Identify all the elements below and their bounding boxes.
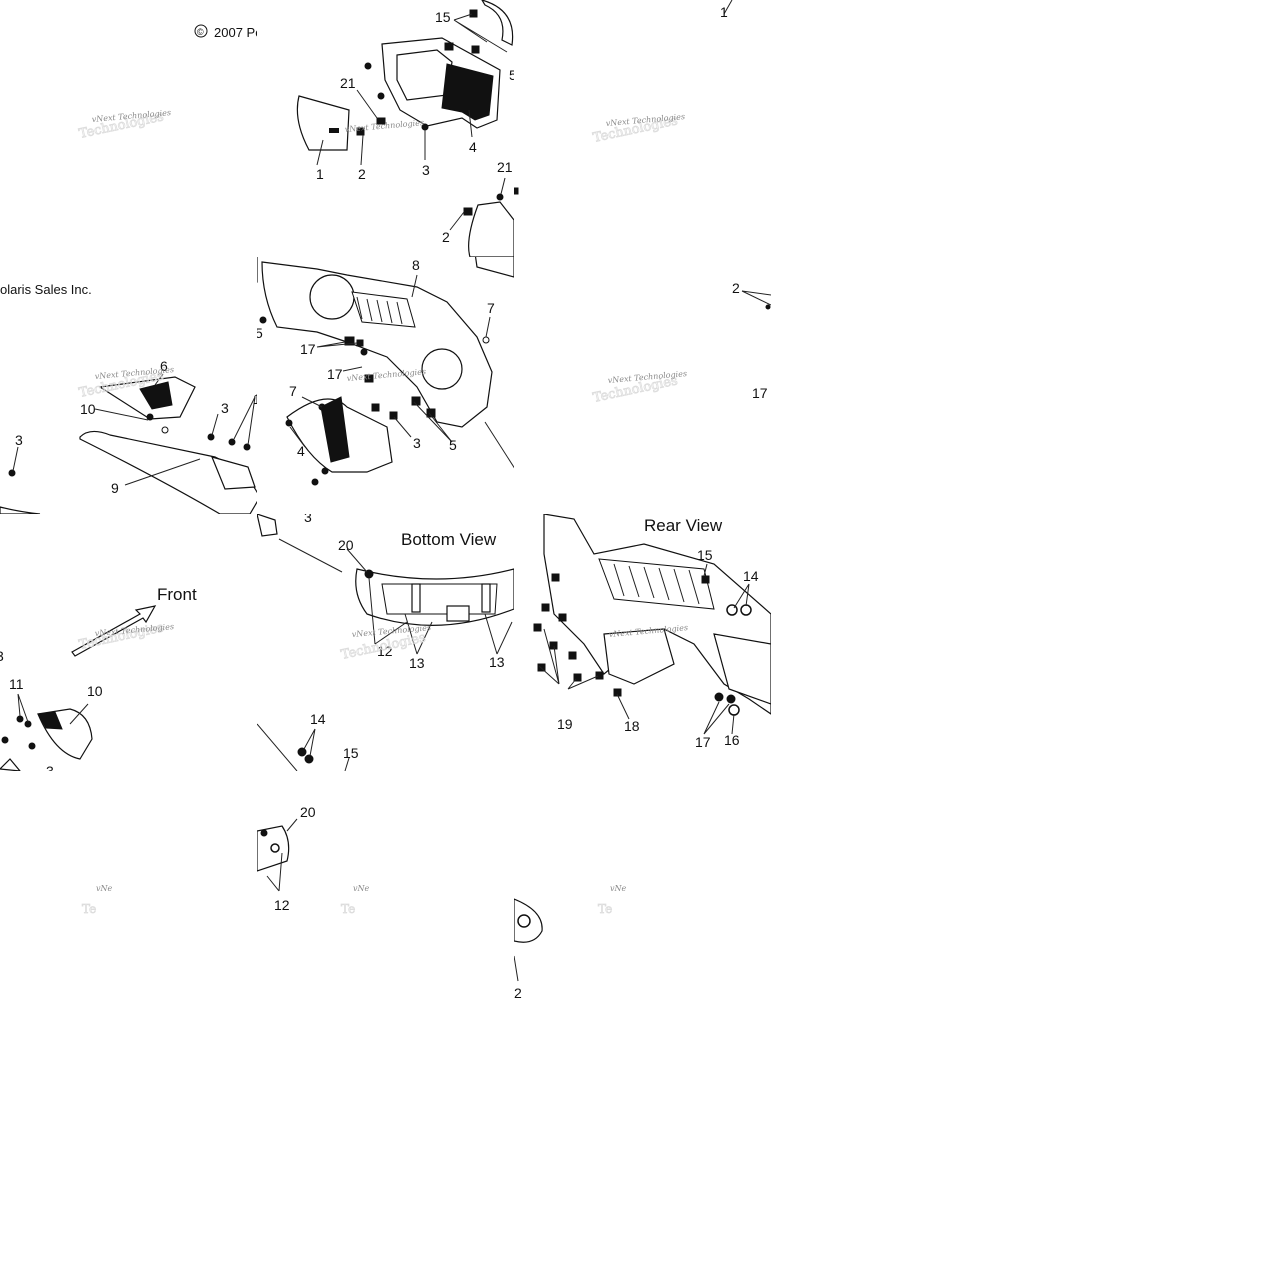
callout-13: 13: [489, 654, 505, 670]
callout-17: 17: [695, 734, 711, 750]
tile-small-bracket: 21 2: [440, 160, 514, 257]
watermark: vNe Te: [598, 884, 627, 916]
callout-13: 13: [409, 655, 425, 671]
callout-20: 20: [300, 804, 316, 820]
tile-right-mid: 2 17 Technologies vNext Technologies: [514, 257, 771, 514]
callout-3: 3: [304, 514, 312, 525]
callout-5: 5: [257, 325, 263, 341]
tile-front-arrow: Front 3 11 10 3 Technologies vNext Techn…: [0, 514, 257, 771]
callout-2: 2: [514, 985, 522, 1001]
tile-rear-view: Rear View: [514, 514, 771, 771]
callout-3: 3: [0, 648, 4, 664]
callout-15: 5: [449, 437, 457, 453]
callout-11: 3: [221, 400, 229, 416]
callout-3: 4: [297, 443, 305, 459]
callout-17: 17: [300, 341, 316, 357]
callout-2: 2: [358, 166, 366, 182]
callout-3: 3: [46, 763, 54, 771]
callout-10: 10: [87, 683, 103, 699]
callout-12: 12: [377, 643, 393, 659]
tile-lower-right: 2 vNe Te: [514, 771, 771, 1028]
tile-bottom-view: Bottom View 3 20 12 13 13 14: [257, 514, 514, 771]
callout-15: 15: [435, 9, 451, 25]
watermark: Technologies vNext Technologies: [591, 369, 687, 406]
callout-12: 12: [274, 897, 290, 913]
tile-side-panel: olaris Sales Inc. 6 10 3 11 3: [0, 257, 257, 514]
callout-7: 7: [487, 300, 495, 316]
callout-5: 3: [413, 435, 421, 451]
callout-5: 5: [509, 67, 514, 83]
tile-lower-left: vNe Te: [0, 771, 257, 1028]
copyright-company: olaris Sales Inc.: [0, 282, 92, 297]
watermark: Technologies vNext Technologies: [77, 108, 171, 142]
callout-14: 14: [310, 711, 326, 727]
copyright-symbol: ©: [197, 27, 204, 37]
callout-1: 1: [720, 4, 728, 20]
callout-15: 15: [343, 745, 359, 761]
callout-15: 15: [697, 547, 713, 563]
callout-20: 20: [338, 537, 354, 553]
callout-19: 19: [557, 716, 573, 732]
callout-7: 3: [15, 432, 23, 448]
front-label: Front: [157, 585, 197, 604]
svg-text:vNe: vNe: [610, 884, 627, 893]
callout-8: 8: [412, 257, 420, 273]
callout-21: 21: [340, 75, 356, 91]
tile-main-pod: 8 7 5 17 17 7 4 3 5 vNext Technologies: [257, 257, 514, 514]
watermark: vNe Te: [82, 884, 113, 916]
svg-text:Te: Te: [82, 902, 96, 916]
side-panel-9: [79, 430, 257, 514]
callout-3: 10: [80, 401, 96, 417]
watermark: Technologies vNext Technologies: [591, 112, 685, 146]
tile-top-right: 1 Technologies vNext Technologies: [514, 0, 771, 257]
headlight-lens-4: [441, 63, 494, 121]
svg-text:vNe: vNe: [353, 884, 370, 893]
svg-text:Te: Te: [598, 902, 612, 916]
callout-1: 1: [316, 166, 324, 182]
tile-lower-middle: 20 12 vNe Te: [257, 771, 514, 1028]
instrument-pod-8: [261, 261, 493, 428]
watermark-fragment: vNe: [96, 884, 113, 893]
copyright-year: 2007 Po: [214, 25, 257, 40]
callout-21: 21: [497, 160, 513, 175]
tile-copyright-top-left: © 2007 Po Technologies vNext Technologie…: [0, 0, 257, 257]
callout-4: 4: [469, 139, 477, 155]
callout-3: 3: [422, 162, 430, 178]
callout-6: 17: [327, 366, 343, 382]
callout-11: 11: [9, 676, 24, 692]
callout-2: 2: [732, 280, 740, 296]
callout-2: 2: [442, 229, 450, 245]
front-arrow: [71, 605, 157, 657]
callout-17: 17: [752, 385, 768, 401]
bottom-view-label: Bottom View: [401, 530, 497, 549]
rear-view-label: Rear View: [644, 516, 723, 535]
callout-10: 6: [160, 358, 168, 374]
watermark: vNe Te: [341, 884, 370, 916]
callout-14: 14: [743, 568, 759, 584]
callout-18: 18: [624, 718, 640, 734]
bracket-1: [296, 95, 350, 151]
callout-4: 7: [289, 383, 297, 399]
svg-text:Te: Te: [341, 902, 355, 916]
callout-9: 9: [111, 480, 119, 496]
callout-3: 11: [253, 391, 257, 407]
callout-16: 16: [724, 732, 740, 748]
